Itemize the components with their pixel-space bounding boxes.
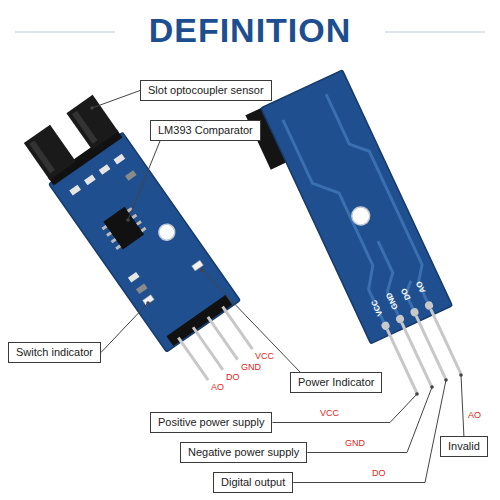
leader-line — [101, 303, 148, 353]
mount-hole — [156, 221, 178, 243]
sensor-highlight — [29, 141, 55, 174]
chip-leg — [111, 238, 117, 243]
pin-label: GND — [241, 362, 261, 372]
sensor-prong — [66, 95, 118, 150]
header-pin — [387, 329, 417, 393]
switch-led — [143, 295, 155, 306]
comparator-chip — [103, 207, 144, 250]
pin-label: DO — [226, 372, 240, 382]
signal-label: VCC — [320, 408, 339, 418]
power-led — [192, 260, 204, 271]
chip-leg — [101, 225, 107, 230]
leader-dot — [200, 268, 204, 272]
chip-leg — [115, 245, 121, 250]
mount-hole — [349, 204, 373, 228]
leader-dot — [90, 106, 94, 110]
leader-line — [128, 141, 160, 220]
callout-text: Power Indicator — [298, 376, 374, 388]
smd-part — [69, 185, 81, 196]
callout-text: Positive power supply — [158, 416, 264, 428]
callout-box: Positive power supply — [150, 412, 272, 433]
header-pin — [223, 307, 253, 350]
callout-text: Digital output — [221, 476, 285, 488]
callout-box: Invalid — [440, 436, 488, 457]
header-pin — [416, 316, 446, 380]
smd-part — [114, 154, 126, 165]
leader-dot — [430, 385, 434, 389]
leader-line — [461, 375, 464, 436]
leader-dot — [415, 392, 419, 396]
header-pin — [431, 309, 461, 373]
leader-line — [92, 91, 140, 109]
callout-text: Negative power supply — [188, 446, 299, 458]
callout-text: LM393 Comparator — [158, 124, 253, 136]
callout-box: Slot optocoupler sensor — [140, 80, 272, 101]
solder-pad — [380, 320, 391, 331]
solder-pad — [409, 307, 420, 318]
sensor-prong — [24, 125, 76, 180]
leader-line — [307, 387, 432, 453]
pin-label: VCC — [255, 351, 274, 361]
chip-leg — [136, 220, 142, 225]
callout-box: Power Indicator — [290, 372, 382, 393]
callout-box: LM393 Comparator — [150, 120, 261, 141]
chip-leg — [141, 227, 147, 232]
leader-dot — [146, 301, 150, 305]
pin-label: AO — [211, 382, 224, 392]
diagram-title: DEFINITION — [0, 10, 500, 50]
leader-dot — [444, 378, 448, 382]
smd-part — [125, 170, 137, 181]
callout-box: Negative power supply — [180, 442, 307, 463]
signal-label: AO — [468, 410, 481, 420]
signal-label: GND — [345, 438, 365, 448]
leader-dot — [459, 373, 463, 377]
title-rule — [15, 31, 115, 33]
back-module — [245, 70, 479, 410]
solder-pad — [395, 314, 406, 325]
smd-part — [99, 164, 111, 175]
header-pin — [402, 323, 432, 387]
leader-dot — [126, 218, 130, 222]
callout-text: Slot optocoupler sensor — [148, 84, 264, 96]
callout-box: Digital output — [213, 472, 293, 493]
callout-box: Switch indicator — [8, 342, 101, 363]
sensor-highlight — [72, 111, 98, 144]
chip-leg — [131, 214, 137, 219]
chip-leg — [106, 231, 112, 236]
leader-line — [202, 270, 300, 372]
pcb-board — [261, 70, 452, 344]
callout-text: Invalid — [448, 440, 480, 452]
callout-text: Switch indicator — [16, 346, 93, 358]
smd-part — [136, 283, 148, 294]
leader-line — [293, 380, 446, 483]
leader-line — [272, 394, 417, 423]
signal-label: DO — [372, 468, 386, 478]
smd-part — [84, 174, 96, 185]
pcb-trace — [281, 88, 439, 328]
title-rule — [385, 31, 485, 33]
solder-pad — [424, 300, 435, 311]
smd-part — [128, 272, 140, 283]
